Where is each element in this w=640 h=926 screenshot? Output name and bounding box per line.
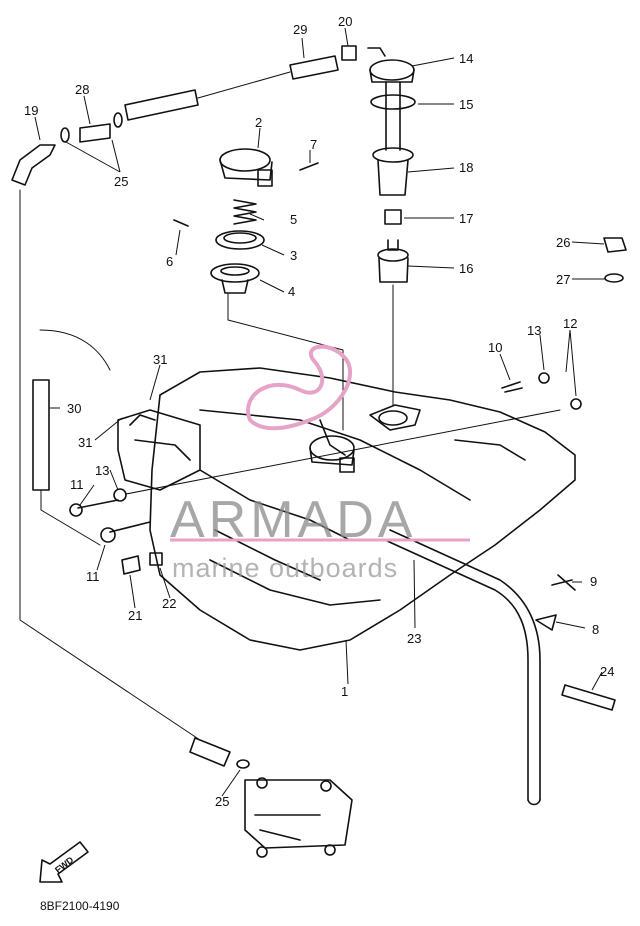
part-label: 6: [166, 254, 174, 269]
watermark-title: ARMADA: [170, 491, 417, 549]
part-label: 16: [459, 261, 474, 276]
part-label: 21: [128, 608, 143, 623]
part-label: 22: [162, 596, 177, 611]
hose-clip: [121, 552, 163, 575]
nut-washer: [603, 237, 627, 283]
mount-bolts: [69, 372, 582, 631]
part-label: 24: [600, 664, 615, 679]
retainer-pin: [299, 162, 319, 171]
part-label: 3: [290, 248, 298, 263]
fuel-filter: [32, 329, 111, 546]
part-label: 5: [290, 212, 298, 227]
part-label: 19: [24, 103, 39, 118]
part-label: 20: [338, 14, 353, 29]
part-label: 15: [459, 97, 474, 112]
part-label: 10: [488, 340, 503, 355]
part-label: 11: [70, 477, 84, 492]
part-label: 27: [556, 272, 571, 287]
part-label: 28: [75, 82, 90, 97]
part-label: 30: [67, 401, 82, 416]
part-label: 31: [78, 435, 93, 450]
part-label: 7: [310, 137, 318, 152]
part-label: 14: [459, 51, 474, 66]
part-label: 12: [563, 316, 578, 331]
part-label: 11: [86, 569, 100, 584]
diagram-code: 8BF2100-4190: [40, 899, 120, 913]
cap-pin: [173, 219, 189, 227]
part-label: 26: [556, 235, 571, 250]
part-label: 1: [341, 684, 349, 699]
part-label: 23: [407, 631, 422, 646]
part-label: 2: [255, 115, 263, 130]
part-label: 13: [527, 323, 542, 338]
part-label: 17: [459, 211, 474, 226]
cap-spring: [233, 199, 257, 225]
fuel-strap: [561, 684, 616, 711]
part-label: 31: [153, 352, 168, 367]
vent-tube: [384, 529, 541, 806]
filler-seal: [210, 263, 260, 294]
part-label: 13: [95, 463, 110, 478]
part-label: 25: [215, 794, 230, 809]
part-label: 18: [459, 160, 474, 175]
watermark-subtitle: marine outboards: [172, 553, 399, 583]
cap-gasket: [215, 230, 265, 250]
fuel-joint-lower: [189, 737, 353, 858]
part-label: 4: [288, 284, 296, 299]
forward-arrow-icon: [39, 841, 89, 883]
gauge-boss: [378, 410, 408, 426]
fuel-tank-body: [117, 367, 576, 651]
fuel-line-upper: [11, 45, 357, 741]
part-label: 25: [114, 174, 129, 189]
part-label: 9: [590, 574, 598, 589]
leader-lines: [34, 27, 605, 797]
tank-filler-neck: [309, 435, 355, 473]
part-label: 8: [592, 622, 600, 637]
part-label: 29: [293, 22, 308, 37]
armada-logo-icon: [170, 344, 470, 542]
gauge-assembly: [367, 47, 416, 406]
filler-cap: [219, 148, 273, 187]
